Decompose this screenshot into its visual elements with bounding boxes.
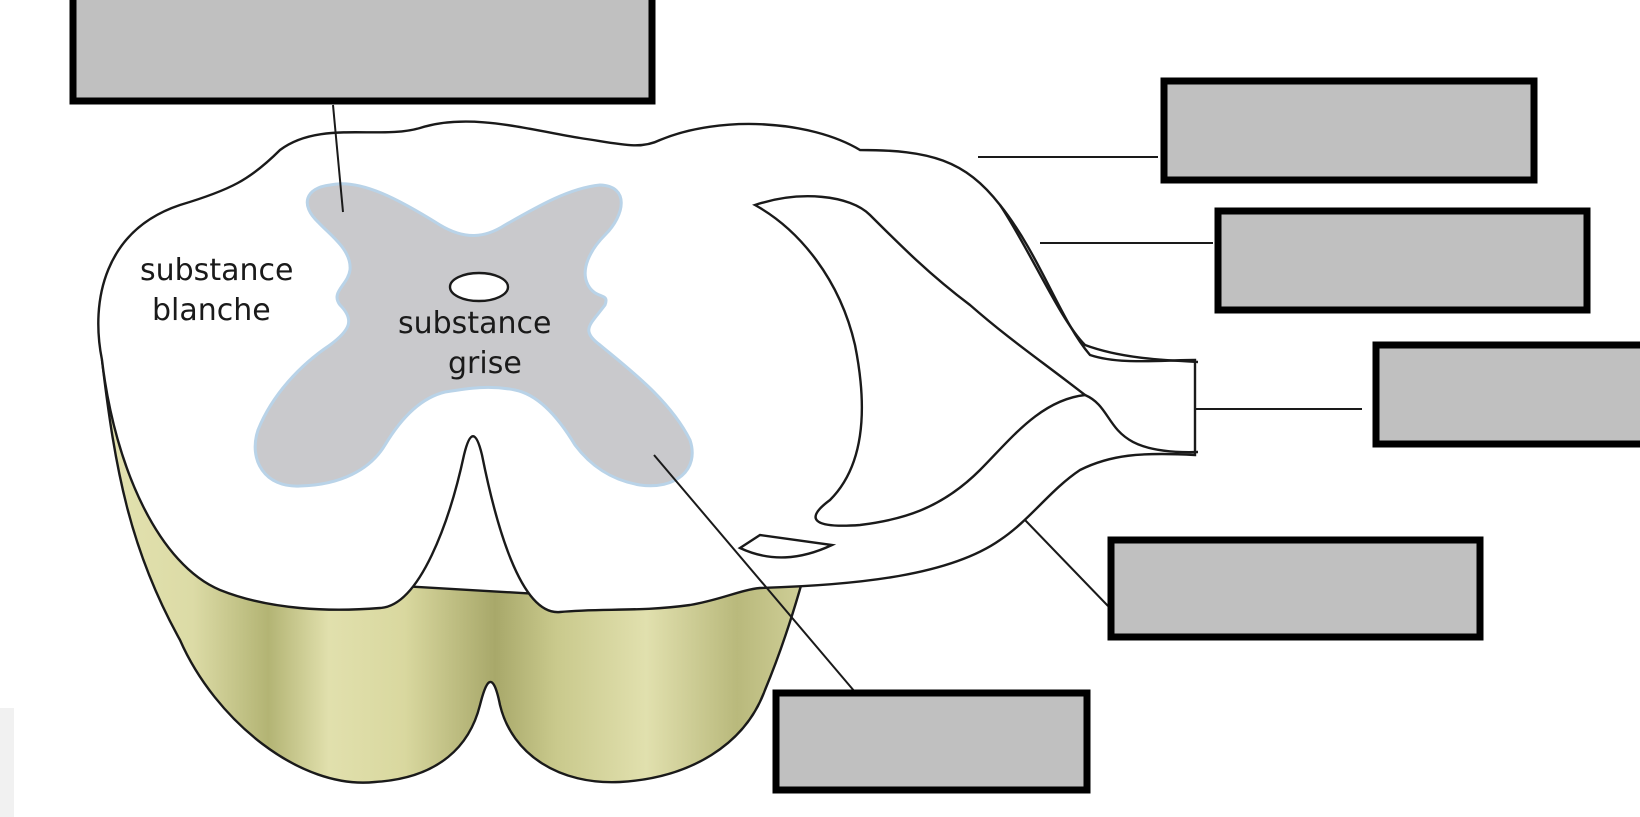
gray-matter-label-line-2: grise: [448, 346, 522, 381]
white-matter-label-line-2: blanche: [152, 293, 271, 328]
white-matter-label: substance blanche: [140, 253, 303, 328]
central-canal: [448, 271, 510, 303]
left-edge-patch: [0, 708, 14, 817]
answer-box-bottom[interactable]: [772, 689, 1091, 794]
gray-matter-label: substance grise: [398, 306, 561, 381]
answer-box-right-2[interactable]: [1214, 207, 1591, 314]
leader-line-bottom: [653, 454, 856, 693]
answer-box-top-left[interactable]: [69, 0, 656, 105]
root-line-upper: [999, 204, 1199, 364]
root-line-lower: [1084, 393, 1199, 454]
gray-matter-shape: [253, 182, 694, 488]
leader-line-right-4: [1024, 519, 1109, 607]
white-matter-top-face: [97, 120, 1197, 614]
leader-line-top-left: [332, 104, 344, 213]
gray-matter-label-line-1: substance: [398, 306, 551, 341]
answer-box-right-3[interactable]: [1372, 341, 1640, 448]
answer-box-right-4[interactable]: [1107, 536, 1484, 641]
white-matter-label-line-1: substance: [140, 253, 293, 288]
root-wedge-small: [737, 533, 837, 559]
answer-box-right-1[interactable]: [1160, 77, 1538, 184]
dorsal-root-ganglion-outline: [752, 195, 1089, 527]
